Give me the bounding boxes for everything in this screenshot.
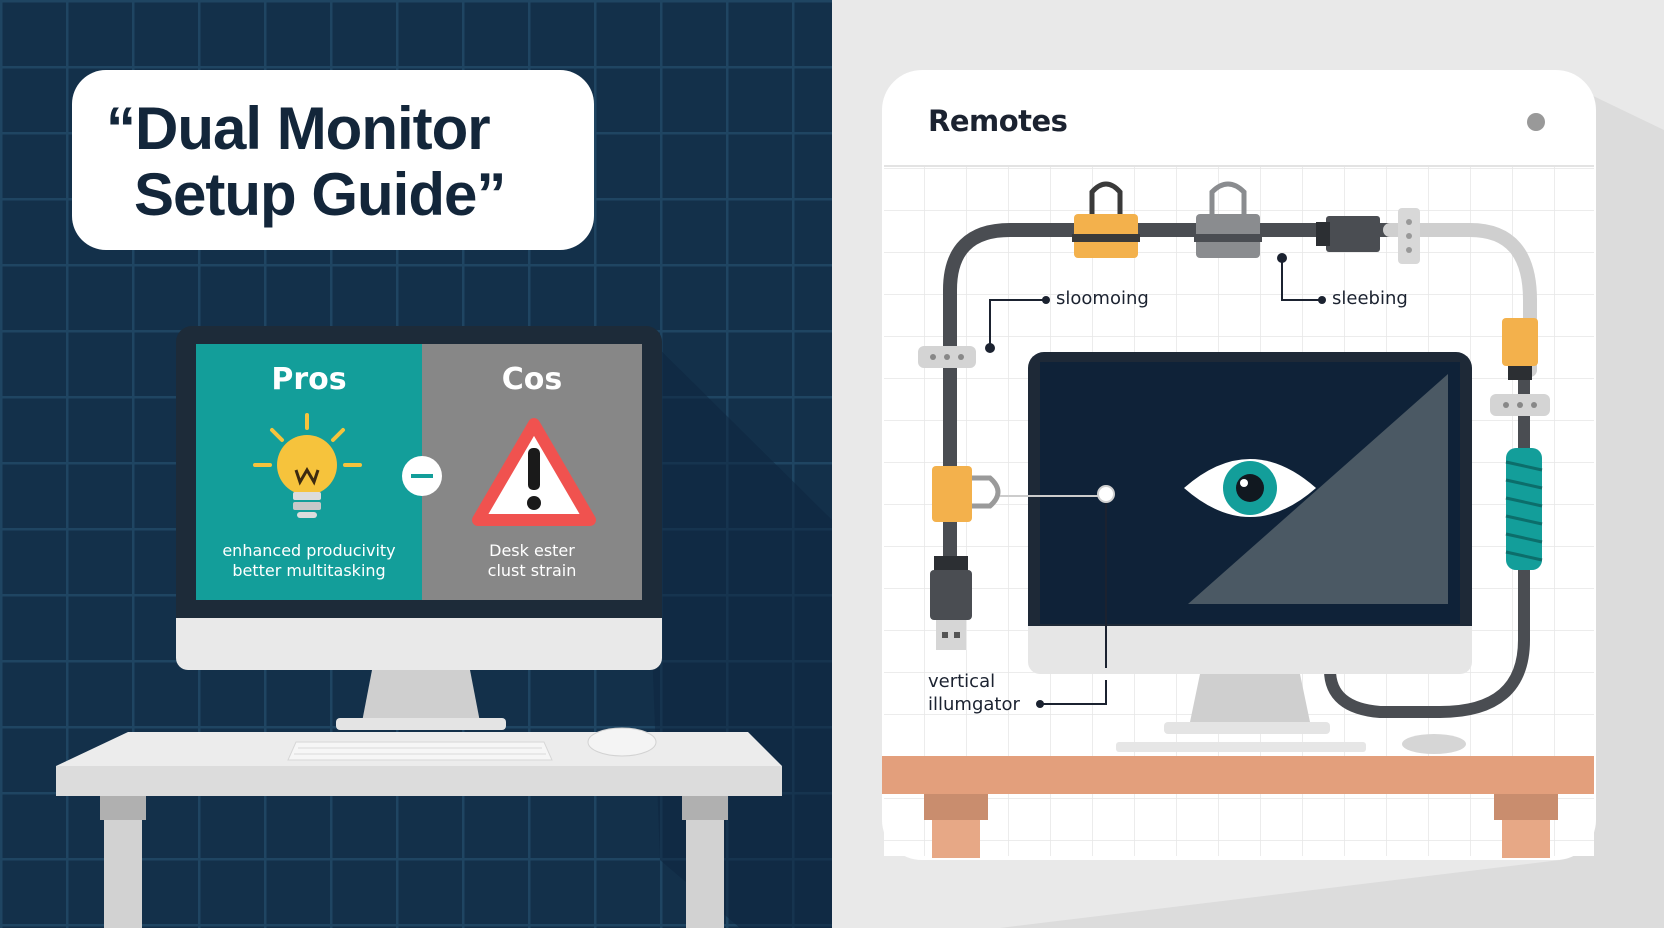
lightbulb-icon [253,413,362,518]
page-title-line-2: Setup Guide” [134,161,506,228]
pros-heading: Pros [271,362,347,397]
binder-clip-icon [1194,181,1262,258]
cons-line-1: Desk ester [489,541,575,560]
callout-top-right: sleebing [1332,288,1408,309]
callout-bottom-line-2: illumgator [928,694,1020,715]
cons-description: Desk ester clust strain [422,541,642,581]
left-monitor [176,326,662,730]
right-table [882,756,1594,858]
warning-icon [472,418,596,526]
binder-clip-icon [1072,181,1140,258]
callout-bottom: vertical illumgator [928,670,1020,716]
cable-loop [943,223,1537,718]
cons-line-2: clust strain [487,561,577,580]
page-title-line-1: “Dual Monitor [106,95,491,162]
callout-leaders [989,258,1322,705]
pros-line-2: better multitasking [232,561,386,580]
callout-top-left: sloomoing [1056,288,1149,309]
spiral-cable-wrap [1505,448,1543,570]
cons-heading: Cos [501,362,563,397]
pros-line-1: enhanced producivity [222,541,396,560]
card-brand-title: Remotes [928,104,1068,138]
eye-icon [1184,459,1316,517]
pros-description: enhanced producivity better multitasking [196,541,422,581]
callout-bottom-line-1: vertical [928,671,996,692]
left-desk [56,727,782,928]
usb-plug-icon [930,556,972,650]
minus-icon [402,456,442,496]
title-card: “Dual Monitor Setup Guide” [72,70,594,250]
card-dot-indicator [1527,113,1545,131]
binder-clip-icon [932,466,1001,522]
